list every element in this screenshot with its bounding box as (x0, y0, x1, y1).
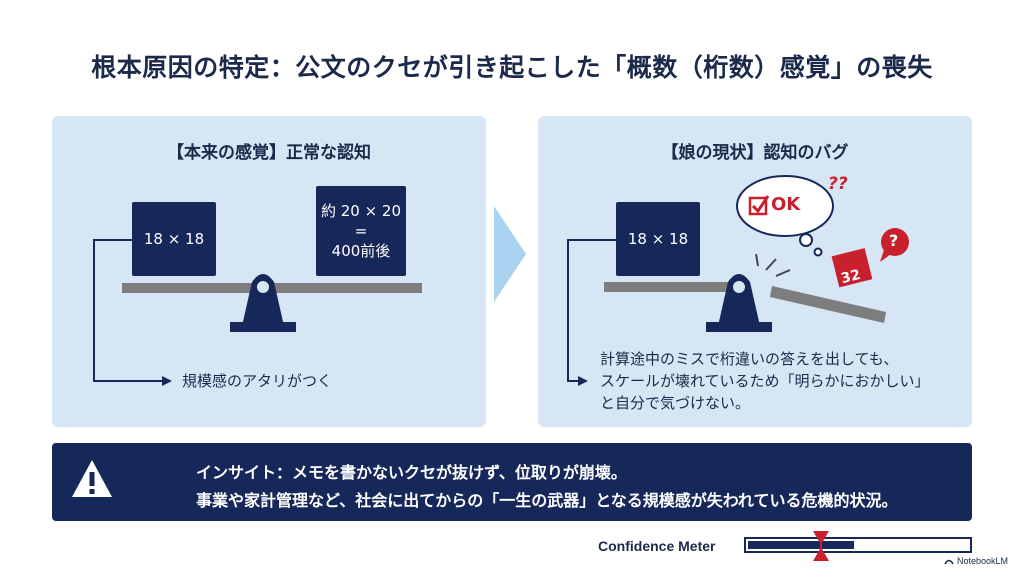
insight-banner: インサイト：メモを書かないクセが抜けず、位取りが崩壊。 事業や家計管理など、社会… (52, 443, 972, 521)
box-18x18-bug: 18 × 18 (616, 202, 700, 276)
panel-title-bug: 【娘の現状】認知のバグ (661, 143, 849, 163)
broken-beam (770, 286, 886, 323)
balance-scale-normal (93, 239, 422, 386)
ok-label: OK (771, 194, 801, 215)
confidence-meter (744, 537, 972, 553)
brand-logo: NotebookLM (944, 556, 1008, 566)
arrow-right-icon (494, 206, 526, 302)
question-badge-icon (881, 228, 909, 256)
notebooklm-logo-icon (944, 559, 954, 565)
cognitive-bug-panel: 【娘の現状】認知のバグ OK ?? ? 32 18 × 18 (538, 116, 972, 427)
page-title: 根本原因の特定：公文のクセが引き起こした「概数（桁数）感覚」の喪失 (91, 53, 933, 82)
insight-line-1: インサイト：メモを書かないクセが抜けず、位取りが崩壊。 (196, 463, 627, 482)
broken-scale (567, 175, 909, 386)
thought-bubble (736, 175, 834, 237)
note-bug-explanation: 計算途中のミスで桁違いの答えを出しても、 スケールが壊れているため「明らかにおか… (600, 350, 930, 412)
badge-question-mark: ? (889, 231, 899, 250)
question-marks: ?? (828, 174, 848, 194)
box-approx-400: 約 20 × 20 = 400前後 (316, 186, 406, 276)
normal-cognition-panel: 【本来の感覚】正常な認知 18 × 18 約 20 × 20 = 400前後 規… (52, 116, 486, 427)
wrong-answer-box (831, 248, 873, 288)
checkbox-icon (748, 196, 768, 216)
insight-line-2: 事業や家計管理など、社会に出てからの「一生の武器」となる規模感が失われている危機… (196, 491, 898, 510)
confidence-meter-fill (748, 541, 854, 549)
note-scale-sense: 規模感のアタリがつく (182, 372, 333, 390)
meter-marker-icon (813, 531, 829, 561)
box-18x18: 18 × 18 (132, 202, 216, 276)
panel-title-normal: 【本来の感覚】正常な認知 (167, 143, 371, 163)
warning-icon (72, 460, 112, 497)
confidence-meter-label: Confidence Meter (598, 538, 716, 554)
